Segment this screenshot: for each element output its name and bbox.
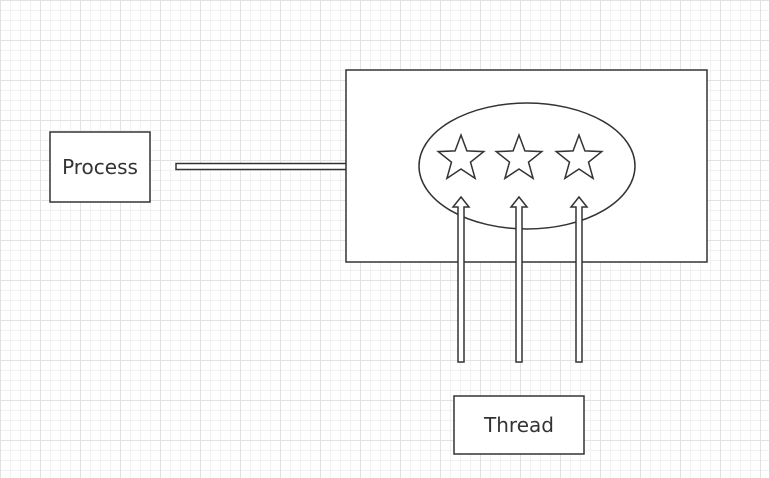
star-icon	[554, 132, 604, 181]
star-icon	[494, 132, 544, 181]
process-node[interactable]: Process	[49, 131, 151, 203]
process-label: Process	[62, 155, 138, 179]
process-box	[49, 131, 151, 203]
thread-label: Thread	[483, 413, 554, 437]
thread-node[interactable]: Thread	[453, 395, 585, 455]
thread-arrow-group	[451, 195, 589, 363]
thread-arrow	[451, 195, 471, 363]
star-icon	[436, 132, 486, 181]
star-group	[436, 132, 604, 181]
thread-box	[453, 395, 585, 455]
thread-arrow	[509, 195, 529, 363]
thread-arrow	[569, 195, 589, 363]
